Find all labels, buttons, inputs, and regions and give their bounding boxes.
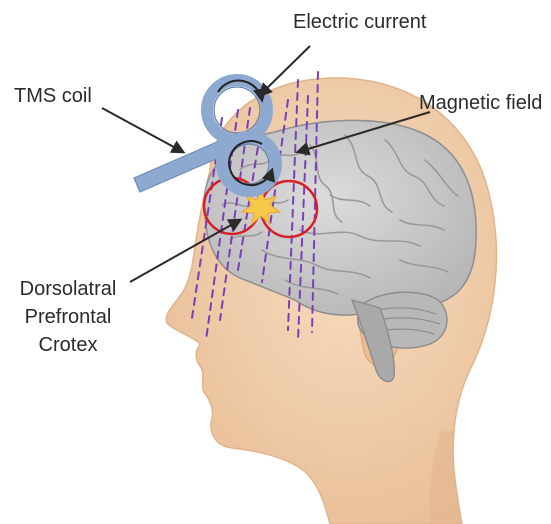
- label-dlpfc-line2: Prefrontal: [25, 306, 112, 328]
- arrow-tms-coil: [102, 108, 183, 152]
- label-tms-coil: TMS coil: [14, 85, 92, 107]
- label-magnetic-field: Magnetic field: [419, 92, 542, 114]
- label-dlpfc-line3: Crotex: [39, 334, 98, 356]
- label-dlpfc: Dorsolatral Prefrontal Crotex: [20, 278, 117, 356]
- label-dlpfc-line1: Dorsolatral: [20, 278, 117, 300]
- label-electric-current: Electric current: [293, 11, 427, 33]
